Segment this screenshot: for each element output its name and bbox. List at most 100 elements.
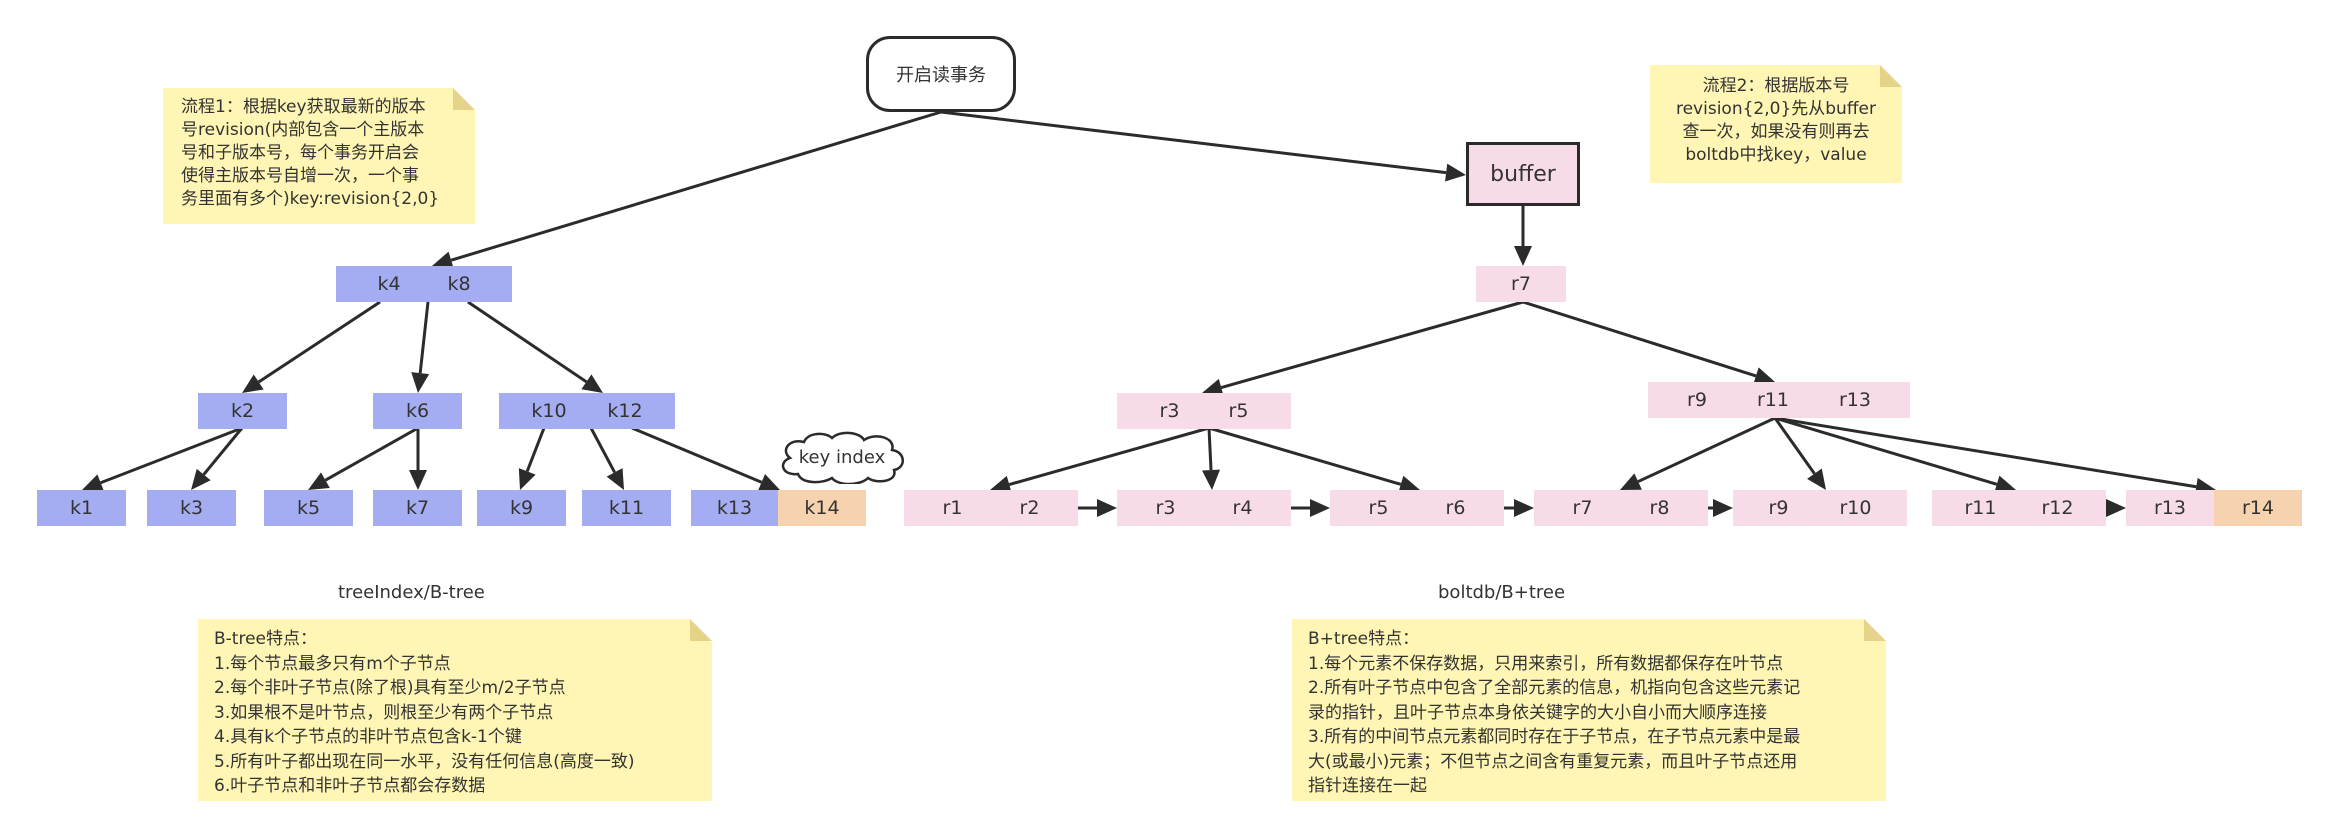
- bplustree-key: r3: [1155, 497, 1176, 519]
- bplustree-key: r12: [2041, 497, 2074, 519]
- flow2-note-text: 流程2：根据版本号 revision{2,0}先从buffer 查一次，如果没有…: [1675, 76, 1876, 165]
- edge-btree: [467, 300, 588, 384]
- btree-key: k12: [607, 400, 643, 422]
- bplustree-key: r7: [1572, 497, 1593, 519]
- key-index-label: key index: [798, 446, 886, 468]
- arrowhead-icon: [1202, 378, 1224, 397]
- btree-internal-node[interactable]: k10 k12: [499, 393, 675, 429]
- arrowhead-icon: [2106, 499, 2126, 517]
- btree-leaf-node[interactable]: k7: [373, 490, 462, 526]
- btree-leaf-node[interactable]: k3: [147, 490, 236, 526]
- bplustree-key: r7: [1511, 273, 1531, 295]
- arrowhead-icon: [1310, 499, 1330, 517]
- start-node-label: 开启读事务: [896, 65, 986, 86]
- arrowhead-icon: [518, 468, 536, 490]
- btree-key: k11: [608, 497, 645, 519]
- bplustree-leaf-node[interactable]: r9 r10: [1733, 490, 1907, 526]
- btree-key: k3: [179, 497, 204, 519]
- bplustree-leaf-node[interactable]: r11 r12: [1932, 490, 2106, 526]
- arrowhead-icon: [606, 468, 624, 490]
- arrowhead-icon: [1514, 246, 1532, 266]
- btree-key: k10: [531, 400, 567, 422]
- edge-bplustree: [1773, 417, 1816, 475]
- bplustree-internal-node[interactable]: r9 r11 r13: [1648, 382, 1910, 418]
- arrowhead-icon: [1202, 469, 1221, 490]
- edge-bplustree: [1774, 416, 2197, 489]
- start-read-transaction-node[interactable]: 开启读事务: [866, 36, 1016, 112]
- bplustree-key: r14: [2242, 497, 2274, 519]
- bplustree-key: r3: [1159, 400, 1180, 422]
- arrowhead-icon: [411, 372, 430, 393]
- btree-key: k4: [377, 273, 401, 295]
- btree-key: k8: [447, 273, 471, 295]
- arrowhead-icon: [82, 474, 104, 492]
- bplustree-key: r5: [1368, 497, 1389, 519]
- arrowhead-icon: [1753, 367, 1775, 385]
- btree-key: k7: [405, 497, 430, 519]
- bplustree-internal-node[interactable]: r3 r5: [1117, 393, 1291, 429]
- bplustree-leaf-node[interactable]: r5 r6: [1330, 490, 1504, 526]
- bplustree-key: r13: [1838, 389, 1871, 411]
- btree-internal-node[interactable]: k6: [373, 393, 462, 429]
- bplustree-key-cell-highlighted: r14: [2214, 490, 2302, 526]
- bplustree-key: r2: [1019, 497, 1040, 519]
- edge-bplustree: [1207, 427, 1213, 471]
- bplustree-caption: boltdb/B+tree: [1438, 582, 1566, 603]
- edge-bplustree: [1774, 416, 1998, 486]
- edge-bplustree: [1008, 426, 1210, 486]
- note-fold-corner: [690, 619, 712, 641]
- arrowhead-icon: [308, 472, 330, 490]
- btree-leaf-node[interactable]: k11: [582, 490, 671, 526]
- edge-btree: [589, 427, 616, 474]
- btree-leaf-node[interactable]: k1: [37, 490, 126, 526]
- btree-key-cell: k13: [691, 490, 778, 526]
- arrowhead-icon: [758, 473, 780, 491]
- edge-bplustree: [1637, 416, 1776, 483]
- bplustree-features-note: B+tree特点： 1.每个元素不保存数据，只用来索引，所有数据都保存在叶节点 …: [1292, 619, 1886, 801]
- bplustree-features-text: B+tree特点： 1.每个元素不保存数据，只用来索引，所有数据都保存在叶节点 …: [1308, 629, 1801, 796]
- edge-btree: [324, 426, 419, 482]
- arrowhead-icon: [1713, 499, 1733, 517]
- bplustree-leaf-node[interactable]: r7 r8: [1534, 490, 1708, 526]
- bplustree-key-cell: r13: [2126, 490, 2214, 526]
- btree-caption: treeIndex/B-tree: [338, 582, 485, 603]
- bplustree-key: r8: [1649, 497, 1670, 519]
- arrowhead-icon: [242, 374, 264, 393]
- bplustree-leaf-node[interactable]: r13 r14: [2126, 490, 2302, 526]
- edge-btree: [257, 300, 381, 384]
- btree-root-node[interactable]: k4 k8: [336, 266, 512, 302]
- edge-btree: [525, 427, 546, 472]
- edge-bplustree: [1220, 300, 1524, 389]
- bplustree-leaf-node[interactable]: r1 r2: [904, 490, 1078, 526]
- edge-btree: [631, 426, 763, 484]
- arrowhead-icon: [191, 468, 211, 490]
- btree-leaf-node[interactable]: k9: [477, 490, 566, 526]
- edge-bplustree: [1522, 300, 1757, 378]
- edge-bplustree: [1208, 426, 1402, 486]
- bplustree-key: r13: [2154, 497, 2186, 519]
- bplustree-key: r9: [1687, 389, 1707, 411]
- bplustree-key: r6: [1445, 497, 1466, 519]
- arrowhead-icon: [1994, 475, 2016, 493]
- bplustree-root-node[interactable]: r7: [1476, 266, 1566, 302]
- arrowhead-icon: [581, 374, 603, 393]
- btree-features-note: B-tree特点： 1.每个节点最多只有m个子节点 2.每个非叶子节点(除了根)…: [198, 619, 712, 801]
- btree-leaf-node[interactable]: k5: [264, 490, 353, 526]
- key-index-callout: key index: [776, 430, 908, 484]
- flow1-note-text: 流程1：根据key获取最新的版本 号revision(内部包含一个主版本 号和子…: [181, 97, 440, 209]
- bplustree-key: r10: [1839, 497, 1872, 519]
- btree-key-cell-highlighted: k14: [778, 490, 866, 526]
- btree-internal-node[interactable]: k2: [198, 393, 287, 429]
- bplustree-leaf-node[interactable]: r3 r4: [1117, 490, 1291, 526]
- btree-leaf-node[interactable]: k13 k14: [691, 490, 866, 526]
- btree-key: k14: [804, 497, 840, 519]
- edge-btree: [100, 426, 243, 485]
- btree-key: k5: [296, 497, 321, 519]
- btree-key: k1: [69, 497, 94, 519]
- note-fold-corner: [1864, 619, 1886, 641]
- edge-btree: [418, 301, 430, 374]
- buffer-node[interactable]: buffer: [1466, 142, 1580, 206]
- buffer-label: buffer: [1490, 161, 1556, 187]
- bplustree-key: r11: [1964, 497, 1997, 519]
